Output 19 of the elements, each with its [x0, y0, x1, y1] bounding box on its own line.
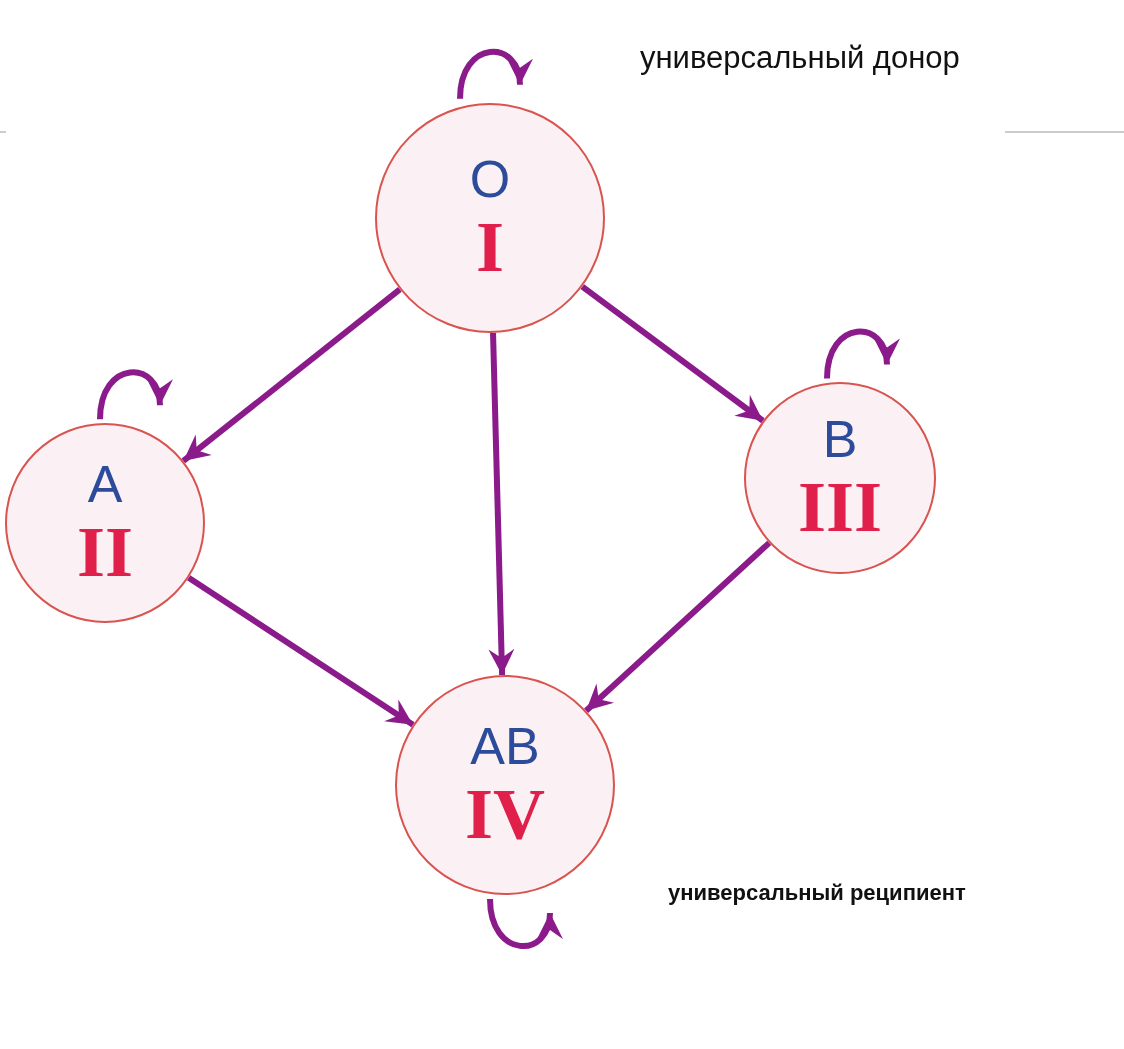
- caption-text: универсальный донор: [640, 40, 960, 76]
- arrow: [488, 332, 515, 676]
- group-numeral: II: [76, 516, 133, 588]
- arrow: [181, 287, 402, 464]
- loop-arrow: [457, 49, 530, 99]
- group-numeral: I: [476, 211, 504, 283]
- loop-arrow: [487, 898, 560, 949]
- caption-text: универсальный реципиент: [668, 880, 966, 906]
- loop-arrow: [824, 328, 897, 379]
- group-letter: AB: [470, 720, 540, 772]
- group-letter: B: [822, 413, 858, 465]
- arrow: [580, 284, 765, 424]
- arrow: [584, 540, 772, 713]
- loop-arrow: [97, 369, 170, 420]
- group-numeral: IV: [465, 778, 545, 850]
- group-numeral: III: [797, 471, 883, 543]
- arrow: [187, 575, 415, 728]
- group-letter: A: [87, 458, 123, 510]
- group-letter: O: [469, 153, 511, 205]
